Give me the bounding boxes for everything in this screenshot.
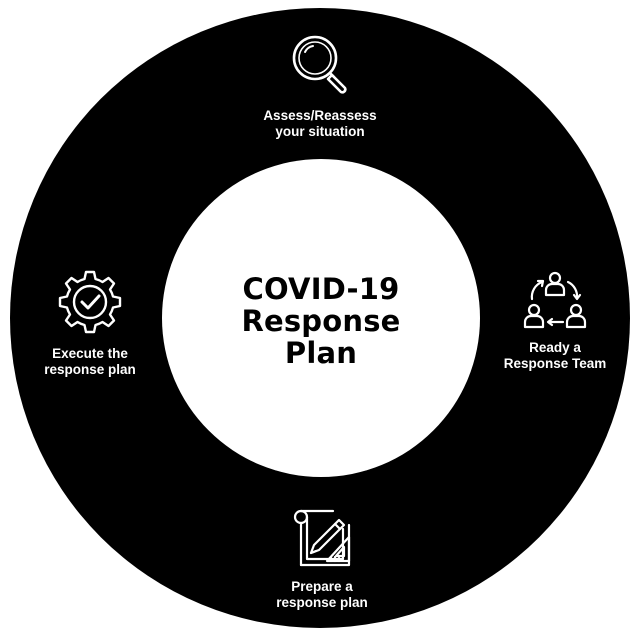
step-ready-label-line-1: Ready a bbox=[529, 340, 581, 355]
gear-check-icon bbox=[58, 270, 122, 334]
step-assess-label: Assess/Reassess your situation bbox=[240, 108, 400, 140]
step-execute: Execute the response plan bbox=[20, 268, 160, 378]
step-assess-label-line-1: Assess/Reassess bbox=[263, 108, 377, 123]
step-execute-label-line-2: response plan bbox=[44, 362, 136, 377]
center-title-line-2: Response bbox=[241, 304, 401, 338]
center-title: COVID-19 Response Plan bbox=[170, 273, 472, 369]
step-ready-label: Ready a Response Team bbox=[480, 340, 630, 372]
step-prepare-label-line-1: Prepare a bbox=[291, 579, 353, 594]
step-prepare: Prepare a response plan bbox=[242, 505, 402, 611]
step-ready-label-line-2: Response Team bbox=[503, 356, 607, 371]
step-execute-label-line-1: Execute the bbox=[52, 346, 128, 361]
team-cycle-icon bbox=[523, 271, 587, 329]
blueprint-pencil-icon bbox=[293, 509, 351, 567]
step-assess: Assess/Reassess your situation bbox=[240, 30, 400, 140]
step-prepare-label-line-2: response plan bbox=[276, 595, 368, 610]
center-title-line-3: Plan bbox=[284, 336, 358, 370]
step-assess-label-line-2: your situation bbox=[275, 124, 365, 139]
step-prepare-label: Prepare a response plan bbox=[242, 579, 402, 611]
step-ready: Ready a Response Team bbox=[480, 270, 630, 372]
center-circle bbox=[162, 159, 480, 477]
step-execute-label: Execute the response plan bbox=[20, 346, 160, 378]
center-title-line-1: COVID-19 bbox=[242, 272, 400, 306]
magnifier-icon bbox=[292, 35, 347, 94]
